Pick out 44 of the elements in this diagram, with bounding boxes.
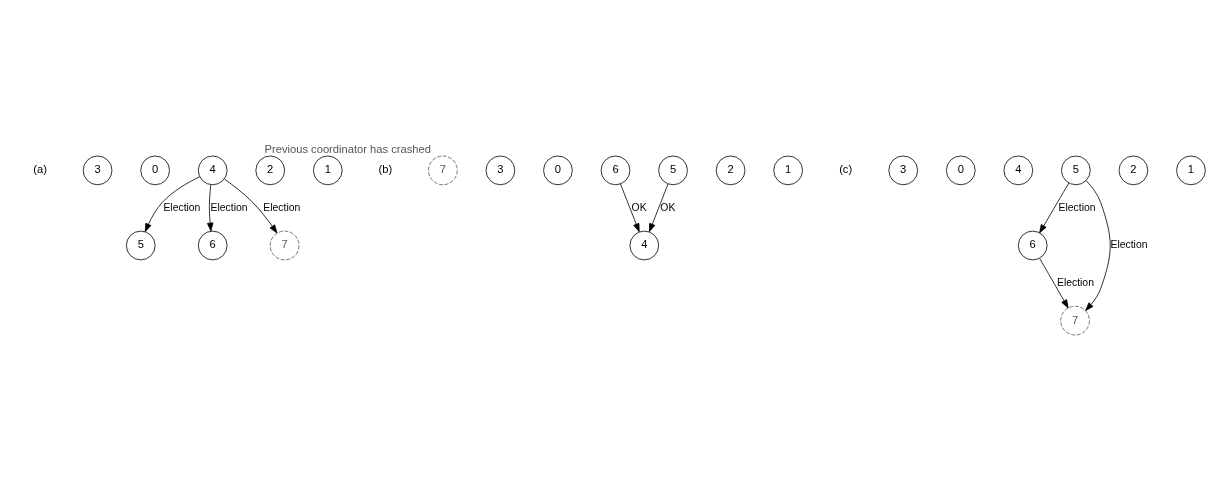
arrow (1039, 258, 1069, 309)
label: (a) (33, 163, 47, 176)
node-circle: 7 (428, 155, 458, 186)
node-circle: 6 (1017, 230, 1048, 261)
arrow (207, 184, 214, 232)
edge-label: Election (1057, 276, 1094, 288)
node-circle: 4 (197, 155, 228, 186)
node-circle: 5 (658, 155, 688, 186)
label: (c) (839, 163, 853, 176)
node-circle: 2 (1118, 155, 1149, 186)
edge-label: Election (163, 201, 201, 213)
node-circle: 5 (125, 230, 156, 261)
node-circle: 7 (1060, 305, 1090, 336)
node-label: Previous coordinator has crashed (264, 142, 431, 155)
edge-label: OK (631, 201, 647, 213)
label: (b) (378, 163, 393, 176)
node-circle: 3 (888, 155, 918, 186)
node-circle: 0 (140, 155, 170, 186)
node-circle: 6 (600, 155, 631, 186)
node-circle: 6 (197, 230, 228, 261)
node-circle: 7 (269, 230, 300, 261)
arrow (620, 183, 640, 233)
arrow (224, 178, 278, 234)
node-circle: 0 (946, 155, 976, 186)
edge-label: OK (660, 201, 676, 213)
edge-label: Election (1058, 201, 1096, 213)
node-circle: 3 (485, 155, 516, 186)
node-circle: 4 (629, 230, 660, 261)
node-circle: 2 (255, 155, 285, 186)
node-circle: 0 (543, 155, 573, 186)
node-circle: 5 (1061, 155, 1091, 186)
arrow (1085, 180, 1111, 311)
arrow (144, 176, 201, 233)
node-circle: 1 (1176, 155, 1206, 186)
arrow (648, 183, 669, 233)
edge-label: Election (263, 201, 301, 213)
edge-label: Election (210, 201, 248, 213)
arrow (1039, 182, 1070, 234)
node-circle: 1 (313, 155, 343, 186)
node-circle: 4 (1003, 155, 1034, 186)
edge-label: Election (1110, 239, 1148, 251)
node-circle: 1 (773, 155, 803, 186)
node-circle: 2 (715, 155, 746, 186)
node-circle: 3 (82, 155, 113, 186)
